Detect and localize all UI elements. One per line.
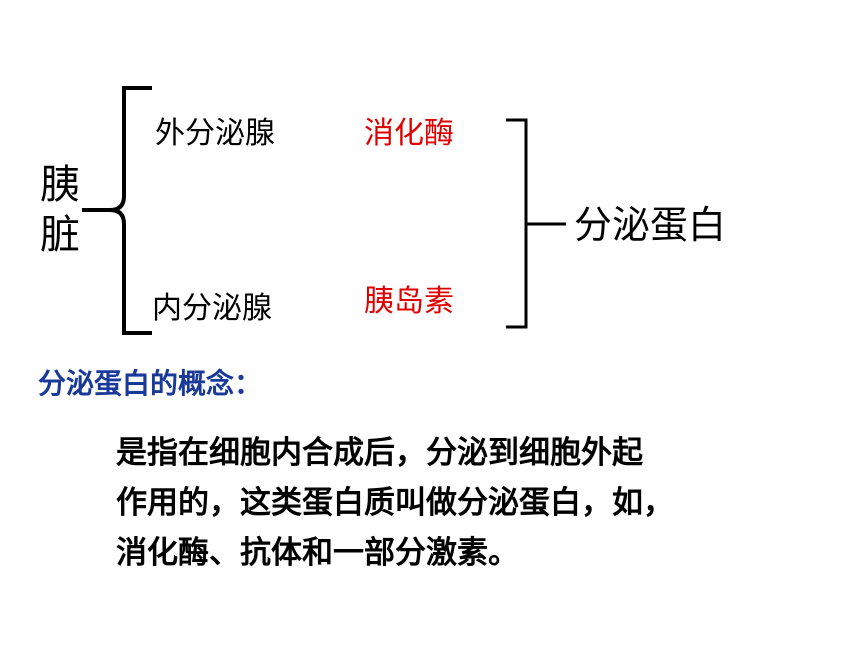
digestive-enzyme-label: 消化酶 (364, 116, 454, 151)
organ-label-line1: 胰 (40, 162, 80, 208)
left-curly-brace (82, 86, 152, 335)
organ-label: 胰 脏 (40, 160, 80, 260)
secretory-protein-label: 分泌蛋白 (574, 203, 727, 247)
definition-heading: 分泌蛋白的概念： (38, 367, 263, 400)
definition-text: 是指在细胞内合成后，分泌到细胞外起 作用的，这类蛋白质叫做分泌蛋白，如， 消化酶… (116, 428, 796, 578)
definition-line-3: 消化酶、抗体和一部分激素。 (116, 535, 519, 571)
definition-line-2: 作用的，这类蛋白质叫做分泌蛋白，如， (116, 485, 674, 521)
exocrine-gland-label: 外分泌腺 (155, 116, 275, 151)
endocrine-gland-label: 内分泌腺 (152, 291, 272, 326)
insulin-label: 胰岛素 (364, 284, 454, 319)
organ-label-line2: 脏 (40, 212, 80, 258)
right-bracket (506, 118, 528, 329)
definition-line-1: 是指在细胞内合成后，分泌到细胞外起 (116, 435, 643, 471)
